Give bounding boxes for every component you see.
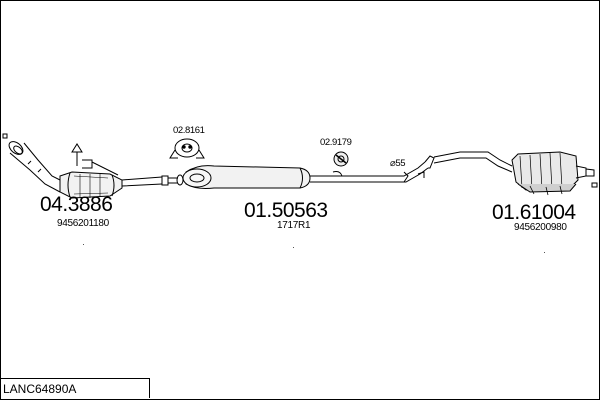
middle-oem-number: 1717R1: [277, 220, 311, 231]
diameter-label: ⌀55: [390, 158, 406, 169]
rear-dot: [544, 252, 545, 253]
rear-part-number: 01.61004: [492, 201, 576, 224]
reference-code: LANC64890A: [3, 382, 77, 396]
catalytic-converter: [59, 171, 123, 199]
middle-part-number: 01.50563: [244, 199, 328, 222]
rear-silencer: [511, 151, 598, 196]
clamp-icon: [169, 138, 205, 159]
rear-oem-number: 9456200980: [514, 222, 567, 233]
ring-label: 02.9179: [320, 137, 352, 148]
front-dot: [83, 244, 84, 245]
middle-dot: [293, 247, 294, 248]
middle-silencer: [182, 165, 311, 189]
front-oem-number: 9456201180: [57, 218, 109, 229]
right-edge-connector: [591, 182, 598, 188]
left-edge-connector: [2, 133, 8, 139]
rubber-ring-icon: [333, 151, 349, 167]
tail-connecting-pipe: [310, 151, 513, 183]
reference-box: LANC64890A: [0, 378, 150, 398]
clamp-label: 02.8161: [173, 125, 205, 136]
front-pipe: [8, 141, 65, 193]
lambda-sensor-icon: [71, 143, 119, 176]
intermediate-pipe: [121, 174, 184, 187]
front-part-number: 04.3886: [40, 193, 113, 216]
